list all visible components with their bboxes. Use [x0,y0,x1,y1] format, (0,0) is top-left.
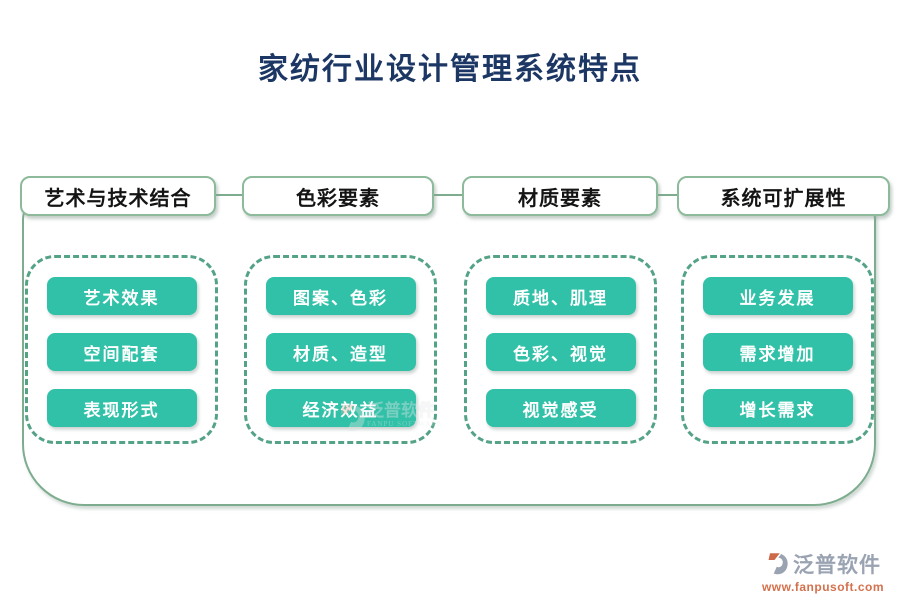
feature-node: 材质、造型 [265,333,416,371]
feature-node: 表现形式 [46,389,197,427]
feature-node: 质地、肌理 [485,277,636,315]
brand-url[interactable]: www.fanpusoft.com [761,580,885,594]
fanpu-logo-icon [768,552,788,574]
group-art-tech: 艺术效果 空间配套 表现形式 [25,255,218,444]
column-header-scalability: 系统可扩展性 [677,176,890,216]
group-color-elements: 图案、色彩 材质、造型 经济效益 [244,255,437,444]
feature-node: 视觉感受 [485,389,636,427]
feature-node: 需求增加 [702,333,853,371]
page-title: 家纺行业设计管理系统特点 [258,53,642,86]
group-scalability: 业务发展 需求增加 增长需求 [681,255,874,444]
column-header-material-elements: 材质要素 [462,176,658,216]
feature-node: 增长需求 [702,389,853,427]
brand-block: 泛普软件 www.fanpusoft.com [752,549,894,594]
group-material-elements: 质地、肌理 色彩、视觉 视觉感受 [464,255,657,444]
feature-node: 经济效益 [265,389,416,427]
feature-node: 空间配套 [46,333,197,371]
brand-name: 泛普软件 [793,554,881,577]
column-header-art-tech: 艺术与技术结合 [20,176,216,216]
feature-node: 图案、色彩 [265,277,416,315]
feature-node: 艺术效果 [46,277,197,315]
column-header-color-elements: 色彩要素 [242,176,434,216]
container-outline [22,194,876,506]
feature-node: 业务发展 [702,277,853,315]
feature-node: 色彩、视觉 [485,333,636,371]
